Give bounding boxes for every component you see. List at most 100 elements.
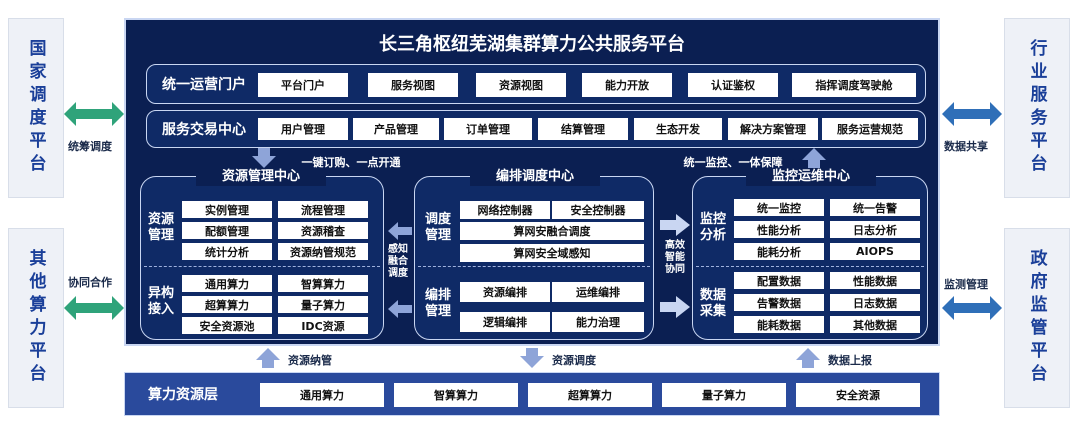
left-bottom-double-arrow (64, 296, 124, 320)
resource-manage-item-1[interactable]: 流程管理 (278, 201, 368, 218)
compute-layer-label: 算力资源层 (148, 387, 218, 403)
other-compute-platform: 其他算力平台 (8, 228, 64, 408)
monitor-analysis-item-1[interactable]: 统一告警 (830, 199, 920, 216)
up-arrow-data-report (796, 348, 820, 368)
platform-title: 长三角枢纽芜湖集群算力公共服务平台 (379, 34, 685, 55)
heterogeneous-item-0[interactable]: 通用算力 (182, 275, 272, 292)
right-arrow-monitor-1 (660, 214, 690, 236)
resource-manage-item-2[interactable]: 配额管理 (182, 222, 272, 239)
up-arrow-right (802, 148, 826, 168)
monitor-analysis-item-3[interactable]: 日志分析 (830, 221, 920, 238)
national-dispatch-platform-label: 国家调度平台 (25, 39, 46, 177)
dispatch-item-2[interactable]: 算网安融合调度 (460, 222, 644, 240)
monitor-analysis-item-0[interactable]: 统一监控 (734, 199, 824, 216)
orchestration-item-1[interactable]: 运维编排 (552, 282, 644, 302)
data-report-label: 数据上报 (828, 354, 872, 367)
right-bottom-arrow-label: 监测管理 (944, 278, 988, 291)
resource-manage-label-text: 资源管理 (148, 212, 175, 243)
data-collection-item-0[interactable]: 配置数据 (734, 272, 824, 289)
industry-service-platform: 行业服务平台 (1004, 18, 1070, 198)
resource-manage-item-3[interactable]: 资源稽查 (278, 222, 368, 239)
orchestration-manage-label-text: 编排管理 (425, 288, 452, 319)
portal-item-0[interactable]: 平台门户 (258, 73, 348, 97)
trade-item-0[interactable]: 用户管理 (258, 118, 348, 140)
compute-layer-item-1[interactable]: 智算算力 (394, 383, 518, 407)
other-compute-platform-label: 其他算力平台 (25, 249, 46, 387)
resource-dispatch-label: 资源调度 (552, 354, 596, 367)
orchestration-item-0[interactable]: 资源编排 (460, 282, 550, 302)
heterogeneous-item-4[interactable]: 安全资源池 (182, 317, 272, 334)
perception-fusion-text: 感知融合调度 (384, 244, 412, 280)
compute-layer-item-0[interactable]: 通用算力 (260, 383, 384, 407)
unified-monitoring-text: 统一监控、一体保障 (683, 156, 783, 169)
data-collection-item-4[interactable]: 能耗数据 (734, 316, 824, 333)
portal-label: 统一运营门户 (162, 77, 246, 93)
portal-item-4[interactable]: 认证鉴权 (688, 73, 778, 97)
monitor-panel-divider (696, 266, 924, 267)
monitor-analysis-label-text: 监控分析 (700, 212, 727, 243)
orchestration-item-2[interactable]: 逻辑编排 (460, 312, 550, 332)
trade-item-2[interactable]: 订单管理 (444, 118, 532, 140)
one-click-order-text: 一键订购、一点开通 (301, 156, 401, 169)
portal-item-5[interactable]: 指挥调度驾驶舱 (792, 73, 916, 97)
trade-item-3[interactable]: 结算管理 (538, 118, 628, 140)
trade-item-4[interactable]: 生态开发 (634, 118, 722, 140)
monitor-title: 监控运维中心 (746, 168, 876, 186)
perception-fusion-text-label: 感知融合调度 (388, 244, 408, 279)
left-top-double-arrow (64, 102, 124, 126)
right-top-arrow-label: 数据共享 (944, 140, 988, 153)
resource-manage-item-5[interactable]: 资源纳管规范 (278, 243, 368, 260)
down-arrow-resource-dispatch (520, 348, 544, 368)
monitor-analysis-item-4[interactable]: 能耗分析 (734, 243, 824, 260)
portal-item-1[interactable]: 服务视图 (368, 73, 458, 97)
orchestration-manage-label: 编排管理 (418, 276, 458, 332)
trade-item-1[interactable]: 产品管理 (353, 118, 439, 140)
data-collection-item-1[interactable]: 性能数据 (830, 272, 920, 289)
compute-layer-item-3[interactable]: 量子算力 (662, 383, 786, 407)
resource-manage-item-4[interactable]: 统计分析 (182, 243, 272, 260)
heterogeneous-item-1[interactable]: 智算算力 (278, 275, 368, 292)
trade-item-6[interactable]: 服务运营规范 (822, 118, 918, 140)
efficient-coop-text-label: 高效智能协同 (665, 240, 685, 275)
orchestration-item-3[interactable]: 能力治理 (552, 312, 644, 332)
data-collection-item-3[interactable]: 日志数据 (830, 294, 920, 311)
data-collection-label-text: 数据采集 (700, 288, 727, 319)
trade-label: 服务交易中心 (162, 122, 246, 138)
left-arrow-resource-1 (388, 222, 412, 240)
data-collection-item-5[interactable]: 其他数据 (830, 316, 920, 333)
up-arrow-resource-intake (256, 348, 280, 368)
left-bottom-arrow-label: 协同合作 (68, 276, 112, 289)
heterogeneous-item-5[interactable]: IDC资源 (278, 317, 368, 334)
monitor-analysis-label: 监控分析 (694, 200, 732, 256)
dispatch-manage-label: 调度管理 (418, 200, 458, 256)
compute-layer-item-4[interactable]: 安全资源 (796, 383, 920, 407)
monitor-analysis-item-5[interactable]: AIOPS (830, 243, 920, 260)
resource-manage-label: 资源管理 (144, 200, 178, 256)
compute-layer-item-2[interactable]: 超算算力 (528, 383, 652, 407)
efficient-coop-text: 高效智能协同 (658, 240, 692, 276)
heterogeneous-item-2[interactable]: 超算算力 (182, 296, 272, 313)
portal-item-2[interactable]: 资源视图 (476, 73, 566, 97)
down-arrow-left (252, 148, 276, 168)
trade-item-5[interactable]: 解决方案管理 (728, 118, 818, 140)
dispatch-item-1[interactable]: 安全控制器 (552, 201, 644, 219)
resource-manage-item-0[interactable]: 实例管理 (182, 201, 272, 218)
government-supervision-platform-label: 政府监管平台 (1026, 249, 1047, 387)
portal-item-3[interactable]: 能力开放 (582, 73, 672, 97)
right-top-double-arrow (942, 102, 1002, 126)
left-top-arrow-label: 统筹调度 (68, 140, 112, 153)
dispatch-manage-label-text: 调度管理 (425, 212, 452, 243)
resource-intake-label: 资源纳管 (288, 354, 332, 367)
right-bottom-double-arrow (942, 296, 1002, 320)
dispatch-item-0[interactable]: 网络控制器 (460, 201, 550, 219)
heterogeneous-access-label-text: 异构接入 (148, 286, 175, 317)
left-arrow-resource-2 (388, 300, 412, 318)
data-collection-label: 数据采集 (694, 276, 732, 332)
heterogeneous-access-label: 异构接入 (144, 274, 178, 330)
data-collection-item-2[interactable]: 告警数据 (734, 294, 824, 311)
resource-panel-divider (144, 266, 380, 267)
heterogeneous-item-3[interactable]: 量子算力 (278, 296, 368, 313)
monitor-analysis-item-2[interactable]: 性能分析 (734, 221, 824, 238)
dispatch-item-3[interactable]: 算网安全域感知 (460, 244, 644, 262)
government-supervision-platform: 政府监管平台 (1004, 228, 1070, 408)
